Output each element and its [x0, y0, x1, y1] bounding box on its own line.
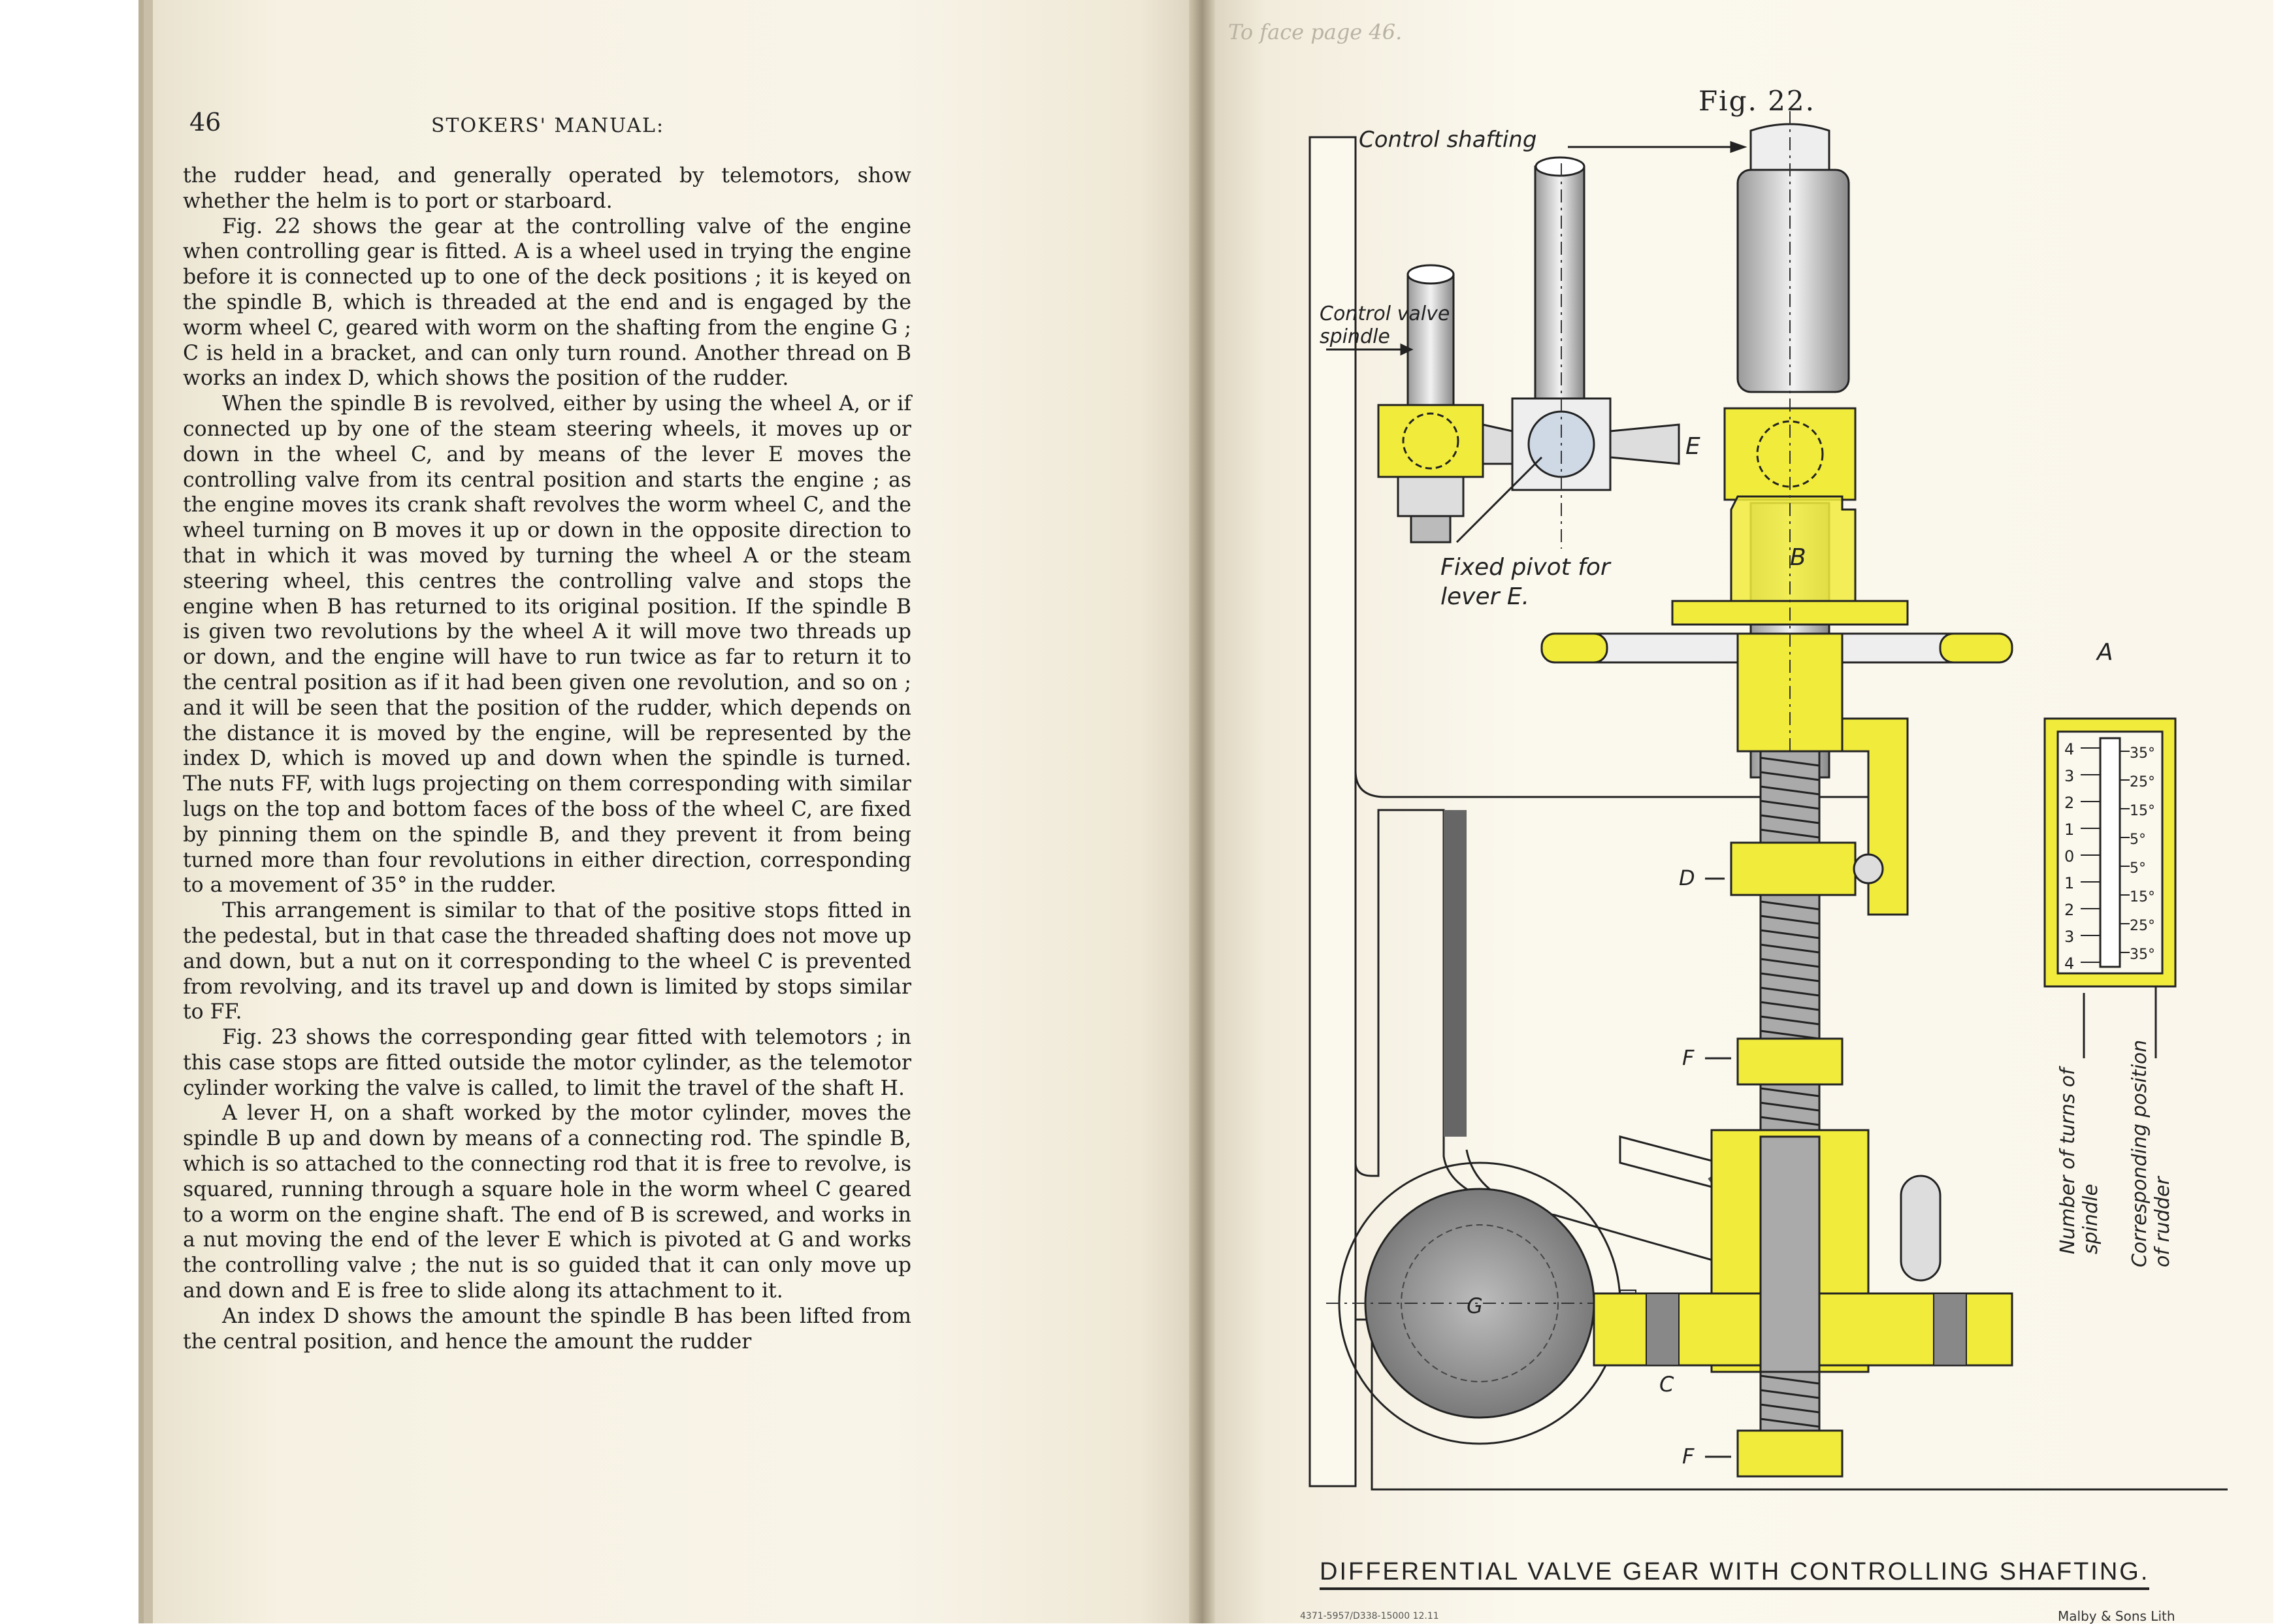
printer-code: 4371-5957/D338-15000 12.11	[1300, 1611, 1439, 1621]
handwritten-note: To face page 46.	[1228, 20, 1403, 44]
thread-line	[1760, 1403, 1820, 1414]
label-fixed-pivot: Fixed pivot for	[1440, 554, 1612, 581]
figure-caption: DIFFERENTIAL VALVE GEAR WITH CONTROLLING…	[1320, 1558, 2150, 1590]
scale-degree-label: 25°	[2130, 918, 2155, 934]
scale-turns: 4 3 2 1 0 1 2 3 4	[2064, 740, 2074, 973]
scale-degree-label: 35°	[2130, 947, 2155, 963]
paragraph: the rudder head, and generally operated …	[183, 164, 911, 213]
spindle-b	[1540, 111, 2013, 1463]
valve-gear-diagram: 4 3 2 1 0 1 2 3 4 35° 25° 15° 5° 5° 15° 25° 35° Control…	[1308, 111, 2228, 1491]
thread-line	[1760, 900, 1820, 911]
scale-degree-label: 5°	[2130, 832, 2146, 848]
scale-degrees: 35° 25° 15° 5° 5° 15° 25° 35°	[2130, 745, 2155, 963]
thread-line	[1760, 771, 1820, 781]
running-head: STOKERS' MANUAL:	[431, 114, 665, 137]
thread-line	[1760, 814, 1820, 824]
scale-degree-label: 15°	[2130, 803, 2155, 819]
label-c: C	[1659, 1372, 1674, 1397]
scale-turn-number: 2	[2064, 901, 2074, 919]
scale-degree-label: 25°	[2130, 774, 2155, 790]
label-control-shafting: Control shafting	[1359, 127, 1536, 153]
label-of-rudder: of rudder	[2151, 1176, 2174, 1267]
scale-turn-number: 2	[2064, 794, 2074, 812]
label-e: E	[1685, 433, 1700, 460]
thread-line	[1760, 785, 1820, 796]
thread-line	[1760, 1087, 1820, 1097]
paragraph: When the spindle B is revolved, either b…	[183, 392, 911, 898]
label-d: D	[1679, 866, 1695, 890]
pedestal-frame	[1308, 136, 2228, 1491]
paragraph: Fig. 22 shows the gear at the controllin…	[183, 214, 911, 391]
scale-turn-number: 3	[2064, 928, 2074, 946]
thread-line	[1760, 1001, 1820, 1011]
rudder-scale	[2043, 717, 2177, 988]
thread-line	[1760, 915, 1820, 925]
thread-line	[1760, 1418, 1820, 1428]
label-turns: Number of turns of	[2056, 1065, 2079, 1254]
thread-line	[1760, 972, 1820, 983]
paragraph: Fig. 23 shows the corresponding gear fit…	[183, 1026, 911, 1100]
label-spindle: spindle	[1320, 325, 1390, 348]
label-f-upper: F	[1682, 1045, 1695, 1070]
label-a: A	[2096, 639, 2113, 666]
lithographer-credit: Malby & Sons Lith	[2058, 1608, 2175, 1624]
paragraph: An index D shows the amount the spindle …	[183, 1304, 911, 1354]
thread-line	[1760, 943, 1820, 954]
control-valve-spindle	[1377, 264, 1484, 544]
fixed-pivot-column	[1482, 156, 1680, 549]
thread-line	[1760, 1389, 1820, 1399]
body-text: the rudder head, and generally operated …	[183, 163, 911, 1354]
nut-f-upper	[1736, 1037, 1844, 1086]
scale-turn-number: 1	[2064, 874, 2074, 892]
thread-line	[1760, 1030, 1820, 1040]
scale-turn-number: 4	[2064, 954, 2074, 973]
scale-degree-label: 35°	[2130, 745, 2155, 762]
thread-line	[1760, 1015, 1820, 1026]
figure-label: Fig. 22.	[1698, 85, 1815, 117]
label-f-lower: F	[1682, 1444, 1695, 1469]
thread-line	[1760, 929, 1820, 939]
label-spindle-2: spindle	[2079, 1184, 2102, 1254]
page-number: 46	[189, 108, 221, 137]
label-g: G	[1467, 1293, 1483, 1318]
thread-line	[1760, 1374, 1820, 1385]
label-arrows	[1326, 140, 2157, 1458]
thread-line	[1760, 1116, 1820, 1126]
label-lever-e: lever E.	[1440, 583, 1529, 610]
scale-turn-number: 3	[2064, 767, 2074, 785]
nut-f-lower	[1736, 1429, 1844, 1478]
worm-wheel-c	[1593, 1129, 2013, 1373]
label-b: B	[1790, 544, 1806, 571]
scale-ticks	[2081, 747, 2130, 963]
paragraph: A lever H, on a shaft worked by the moto…	[183, 1101, 911, 1303]
book-gutter	[1189, 0, 1215, 1623]
thread-line	[1760, 958, 1820, 968]
thread-line	[1760, 756, 1820, 767]
label-control-valve: Control valve	[1320, 302, 1450, 325]
left-page	[144, 0, 1202, 1623]
scale-turn-number: 0	[2064, 847, 2074, 866]
scale-degree-label: 5°	[2130, 860, 2146, 877]
paragraph: This arrangement is similar to that of t…	[183, 899, 911, 1024]
scale-turn-number: 1	[2064, 820, 2074, 839]
scale-turn-number: 4	[2064, 740, 2074, 758]
scale-degree-label: 15°	[2130, 889, 2155, 905]
index-d	[1730, 841, 1884, 896]
thread-line	[1760, 828, 1820, 839]
thread-line	[1760, 800, 1820, 810]
label-corresponding: Corresponding position	[2128, 1040, 2151, 1267]
thread-line	[1760, 1101, 1820, 1112]
thread-line	[1760, 986, 1820, 997]
